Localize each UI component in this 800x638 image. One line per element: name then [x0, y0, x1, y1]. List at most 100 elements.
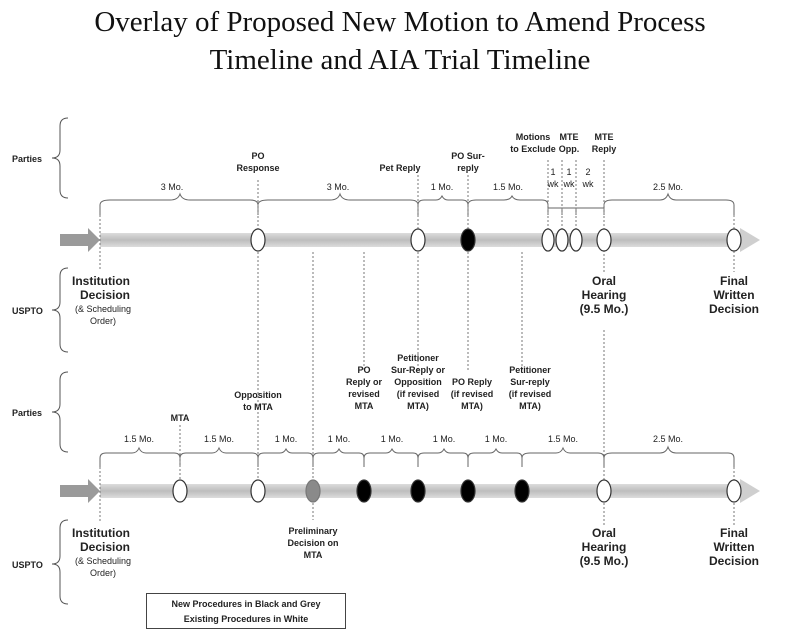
diagram-title-line-2: Timeline and AIA Trial Timeline: [209, 44, 591, 76]
po-response-label: PO: [251, 151, 264, 161]
uspto-row-label-top: USPTO: [12, 306, 43, 316]
uspto-events-bottom: Institution Decision (& Scheduling Order…: [72, 526, 759, 578]
po-reply-label: revised: [348, 389, 380, 399]
motions-to-exclude-label: Motions: [516, 132, 551, 142]
duration-labels-top: 3 Mo. 3 Mo. 1 Mo. 1.5 Mo. 1 wk 1 wk 2 wk…: [161, 167, 683, 192]
po-sur-reply-label: reply: [457, 163, 479, 173]
oral-hearing-label: (9.5 Mo.): [580, 302, 629, 316]
duration-label: 1 Mo.: [328, 434, 351, 444]
oral-hearing-label: Hearing: [582, 540, 627, 554]
final-decision-label: Written: [713, 540, 754, 554]
preliminary-decision-label: MTA: [304, 550, 323, 560]
uspto-row-label-bottom: USPTO: [12, 560, 43, 570]
institution-decision-label: Institution: [72, 274, 130, 288]
duration-label: 1.5 Mo.: [204, 434, 234, 444]
pet-sur-reply-opp-marker: [410, 479, 426, 503]
parties-brace-top: [51, 117, 69, 199]
po-reply-marker: [356, 479, 372, 503]
po-reply-revised-label: MTA): [461, 401, 483, 411]
final-decision-label: Decision: [709, 302, 759, 316]
duration-label: wk: [563, 179, 575, 189]
scheduling-order-label: Order): [90, 568, 116, 578]
mte-reply-label: Reply: [592, 144, 617, 154]
mta-label: MTA: [171, 413, 190, 423]
po-sur-reply-marker: [460, 228, 476, 252]
duration-label: 1.5 Mo.: [493, 182, 523, 192]
diagram-title-line-1: Overlay of Proposed New Motion to Amend …: [94, 6, 706, 38]
po-reply-revised-marker: [460, 479, 476, 503]
duration-label: wk: [547, 179, 559, 189]
legend-existing-procedures: Existing Procedures in White: [183, 614, 309, 624]
mte-opp-marker: [555, 228, 569, 252]
pet-sur-reply-marker: [514, 479, 530, 503]
preliminary-decision-marker: [305, 479, 321, 503]
motions-to-exclude-marker: [541, 228, 555, 252]
party-events-top: PO Response Pet Reply PO Sur- reply Moti…: [236, 132, 616, 173]
duration-label: 1 Mo.: [381, 434, 404, 444]
parties-row-label-top: Parties: [12, 154, 42, 164]
duration-label: 3 Mo.: [161, 182, 184, 192]
po-reply-label: MTA: [355, 401, 374, 411]
final-decision-marker: [726, 479, 742, 503]
event-markers-bottom: [172, 479, 742, 503]
oral-hearing-label: (9.5 Mo.): [580, 554, 629, 568]
timeline-arrow-bottom: [60, 479, 760, 503]
legend-new-procedures: New Procedures in Black and Grey: [171, 599, 321, 609]
pet-sur-reply-label: Petitioner: [509, 365, 551, 375]
pet-sur-reply-opp-label: Sur-Reply or: [391, 365, 446, 375]
pet-sur-reply-opp-label: Petitioner: [397, 353, 439, 363]
po-sur-reply-label: PO Sur-: [451, 151, 485, 161]
institution-decision-label: Decision: [80, 288, 130, 302]
opposition-label: to MTA: [243, 402, 273, 412]
po-reply-revised-label: PO Reply: [452, 377, 492, 387]
pet-sur-reply-opp-label: (if revised: [397, 389, 440, 399]
final-decision-label: Final: [720, 526, 748, 540]
mte-opp-label: MTE: [560, 132, 579, 142]
mte-reply-marker: [569, 228, 583, 252]
motions-to-exclude-label: to Exclude: [510, 144, 556, 154]
final-decision-label: Written: [713, 288, 754, 302]
po-reply-revised-label: (if revised: [451, 389, 494, 399]
final-decision-label: Final: [720, 274, 748, 288]
guide-lines-top: [99, 160, 735, 485]
oral-hearing-label: Oral: [592, 274, 616, 288]
duration-label: 1.5 Mo.: [548, 434, 578, 444]
mte-opp-label: Opp.: [559, 144, 580, 154]
final-decision-label: Decision: [709, 554, 759, 568]
po-response-marker: [250, 228, 266, 252]
duration-label: 1 Mo.: [433, 434, 456, 444]
opposition-label: Opposition: [234, 390, 282, 400]
mte-reply-label: MTE: [595, 132, 614, 142]
final-decision-marker: [726, 228, 742, 252]
duration-label: 2.5 Mo.: [653, 434, 683, 444]
event-markers-top: [250, 228, 742, 252]
pet-sur-reply-label: (if revised: [509, 389, 552, 399]
oral-hearing-label: Hearing: [582, 288, 627, 302]
pet-sur-reply-opp-label: Opposition: [394, 377, 442, 387]
pet-sur-reply-label: Sur-reply: [510, 377, 550, 387]
opposition-marker: [250, 479, 266, 503]
parties-brace-bottom: [51, 371, 69, 453]
preliminary-decision-label: Preliminary: [288, 526, 337, 536]
oral-hearing-marker: [596, 228, 612, 252]
oral-hearing-label: Oral: [592, 526, 616, 540]
duration-label: 3 Mo.: [327, 182, 350, 192]
institution-decision-label: Institution: [72, 526, 130, 540]
duration-label: 1 Mo.: [431, 182, 454, 192]
duration-label: 1 Mo.: [485, 434, 508, 444]
institution-decision-label: Decision: [80, 540, 130, 554]
guide-lines-bottom: [99, 425, 735, 525]
pet-sur-reply-label: MTA): [519, 401, 541, 411]
uspto-events-top: Institution Decision (& Scheduling Order…: [72, 274, 759, 326]
timeline-arrow-top: [60, 228, 760, 252]
scheduling-order-label: Order): [90, 316, 116, 326]
duration-label: 2: [585, 167, 590, 177]
duration-label: 1.5 Mo.: [124, 434, 154, 444]
duration-labels-bottom: 1.5 Mo. 1.5 Mo. 1 Mo. 1 Mo. 1 Mo. 1 Mo. …: [124, 434, 683, 444]
pet-sur-reply-opp-label: MTA): [407, 401, 429, 411]
duration-brackets-bottom: [99, 445, 735, 467]
duration-brackets-top: [99, 192, 735, 215]
mta-marker: [172, 479, 188, 503]
po-response-label: Response: [236, 163, 279, 173]
